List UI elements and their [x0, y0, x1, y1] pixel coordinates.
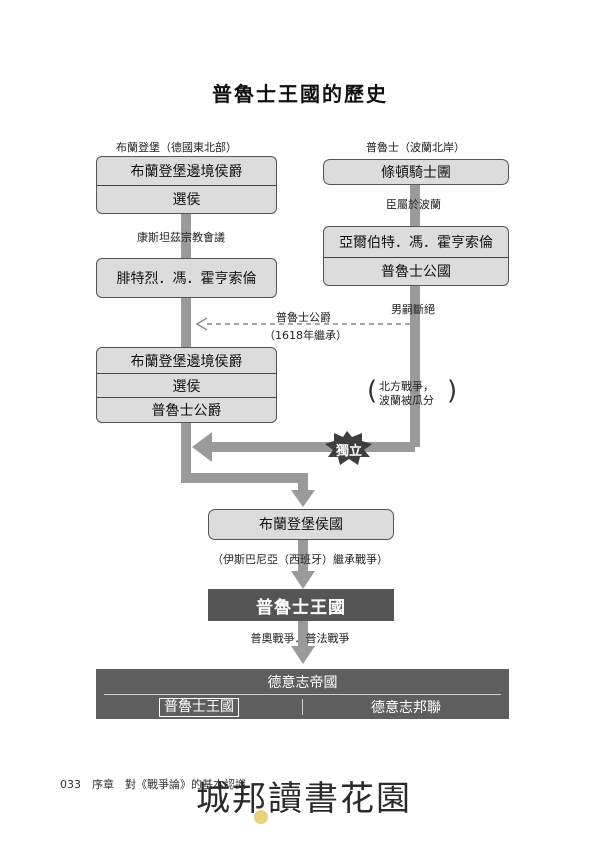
kingdom-of-prussia-bar: 普魯士王國: [208, 589, 394, 621]
teutonic-order-box: 條頓騎士團: [323, 159, 509, 185]
paren-left: (: [367, 376, 378, 406]
german-empire-title: 德意志帝國: [104, 669, 501, 695]
watermark-logo: 城邦讀書花園: [196, 779, 412, 819]
empire-divider: [302, 699, 303, 715]
brandenburg-elector: 選侯: [97, 185, 276, 212]
friedrich-box: 腓特烈．馮．霍亨索倫: [96, 258, 277, 298]
arrow-head-margraviate: [291, 490, 315, 507]
duchy-inherit-year: （1618年繼承）: [264, 329, 347, 342]
albrecht-box: 亞爾伯特．馮．霍亨索倫 普魯士公國: [323, 226, 509, 286]
margraviate-name: 布蘭登堡侯國: [259, 517, 343, 533]
independence-burst: [325, 431, 372, 465]
brandenburg-margrave-box: 布蘭登堡邊境侯爵 選侯: [96, 156, 277, 214]
margraviate-box: 布蘭登堡侯國: [208, 509, 394, 540]
prussia-caption: 普魯士（波蘭北岸）: [366, 141, 465, 154]
page-title: 普魯士王國的歷史: [212, 82, 388, 106]
arrow-head-independence: [192, 432, 212, 462]
wars-label: 普奧戰爭．普法戰爭: [250, 632, 350, 645]
duchy-inherit-label: 普魯士公爵: [276, 311, 331, 324]
friedrich-name: 腓特烈．馮．霍亨索倫: [116, 270, 257, 287]
northern-war-label: ( 北方戰爭， 波蘭被瓜分 ): [367, 377, 457, 407]
arrow-head-empire: [291, 646, 315, 664]
albrecht-name: 亞爾伯特．馮．霍亨索倫: [339, 235, 493, 251]
duchy-of-prussia: 普魯士公國: [324, 257, 508, 284]
dashed-arrow-head: [195, 317, 208, 331]
german-empire-block: 德意志帝國 普魯士王國 德意志邦聯: [96, 669, 509, 719]
northern-war-line1: 北方戰爭，: [379, 380, 434, 393]
vassal-poland-label: 臣屬於波蘭: [386, 198, 441, 211]
arrow-head-kingdom: [291, 571, 315, 589]
konstanz-council-label: 康斯坦茲宗教會議: [137, 231, 225, 244]
male-line-ends-label: 男嗣斷絕: [391, 303, 435, 316]
northern-war-line2: 波蘭被瓜分: [379, 394, 434, 407]
brandenburg-caption: 布蘭登堡（德國東北部）: [116, 141, 237, 154]
watermark-dot-icon: [254, 810, 268, 824]
empire-german-confederation: 德意志邦聯: [371, 700, 441, 716]
merged-elector: 選侯: [97, 373, 276, 397]
arrow-merged-to-margraviate: [181, 423, 308, 496]
paren-right: ): [447, 376, 458, 406]
spanish-succession-label: （伊斯巴尼亞（西班牙）繼承戰爭）: [212, 553, 388, 566]
independence-label: 獨立: [335, 444, 362, 459]
page-footer: 033 序章 對《戰爭論》的基本認識: [60, 778, 246, 791]
teutonic-order-name: 條頓騎士團: [381, 164, 451, 181]
brandenburg-margrave-title: 布蘭登堡邊境侯爵: [130, 164, 243, 180]
empire-left-cell: 普魯士王國: [96, 695, 302, 719]
merged-duke-of-prussia: 普魯士公爵: [97, 397, 276, 421]
empire-kingdom-of-prussia: 普魯士王國: [159, 697, 239, 717]
merged-margrave-title: 布蘭登堡邊境侯爵: [130, 353, 243, 370]
merged-margrave-box: 布蘭登堡邊境侯爵 選侯 普魯士公爵: [96, 347, 277, 423]
